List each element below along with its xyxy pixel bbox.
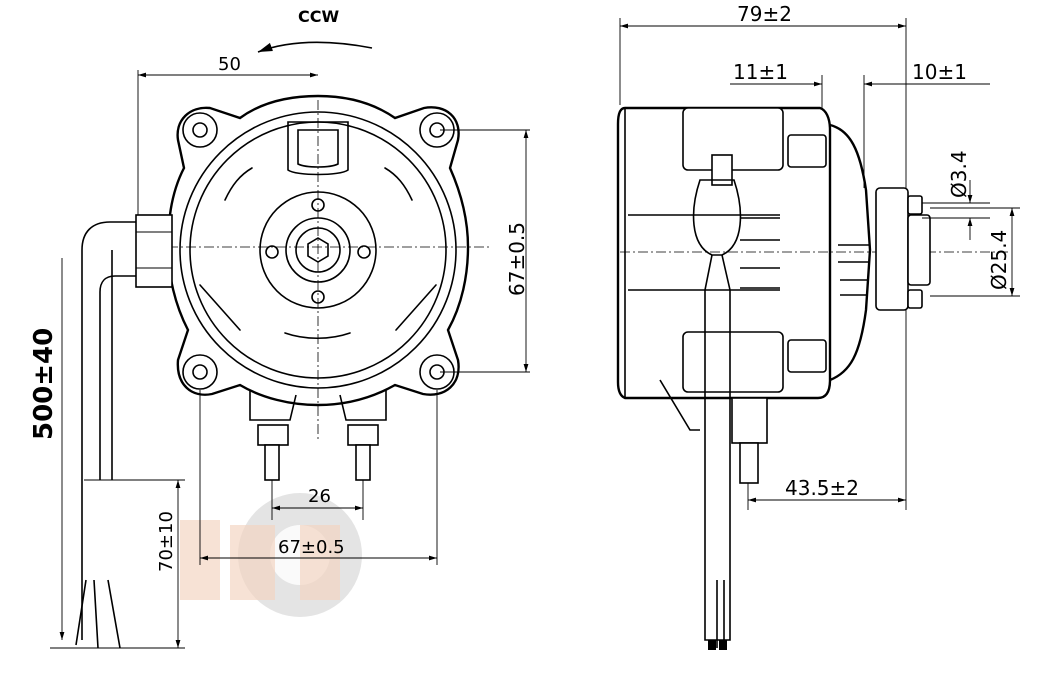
dim-height: 67±0.5 xyxy=(505,222,529,296)
rotation-label: CCW xyxy=(298,7,339,26)
dim-hub: Ø25.4 xyxy=(987,230,1011,290)
dim-strip: 70±10 xyxy=(156,511,177,572)
side-view xyxy=(616,106,1010,650)
dim-depth: 43.5±2 xyxy=(785,476,859,500)
front-dimensions: CCW 50 67±0.5 500±40 70±10 26 67±0.5 xyxy=(29,7,530,649)
front-view xyxy=(75,94,490,649)
side-dimensions: 79±2 11±1 10±1 Ø3.4 Ø25.4 43.5±2 xyxy=(619,2,1020,510)
dim-shaft: Ø3.4 xyxy=(947,150,971,198)
dim-cable: 500±40 xyxy=(29,328,59,440)
dim-b: 10±1 xyxy=(912,60,967,84)
dim-total-length: 79±2 xyxy=(737,2,792,26)
watermark-logo xyxy=(180,493,362,617)
dim-offset: 50 xyxy=(218,54,241,75)
dim-pin-pitch: 26 xyxy=(308,486,331,507)
dim-a: 11±1 xyxy=(733,60,788,84)
dim-mount-width: 67±0.5 xyxy=(278,537,345,558)
